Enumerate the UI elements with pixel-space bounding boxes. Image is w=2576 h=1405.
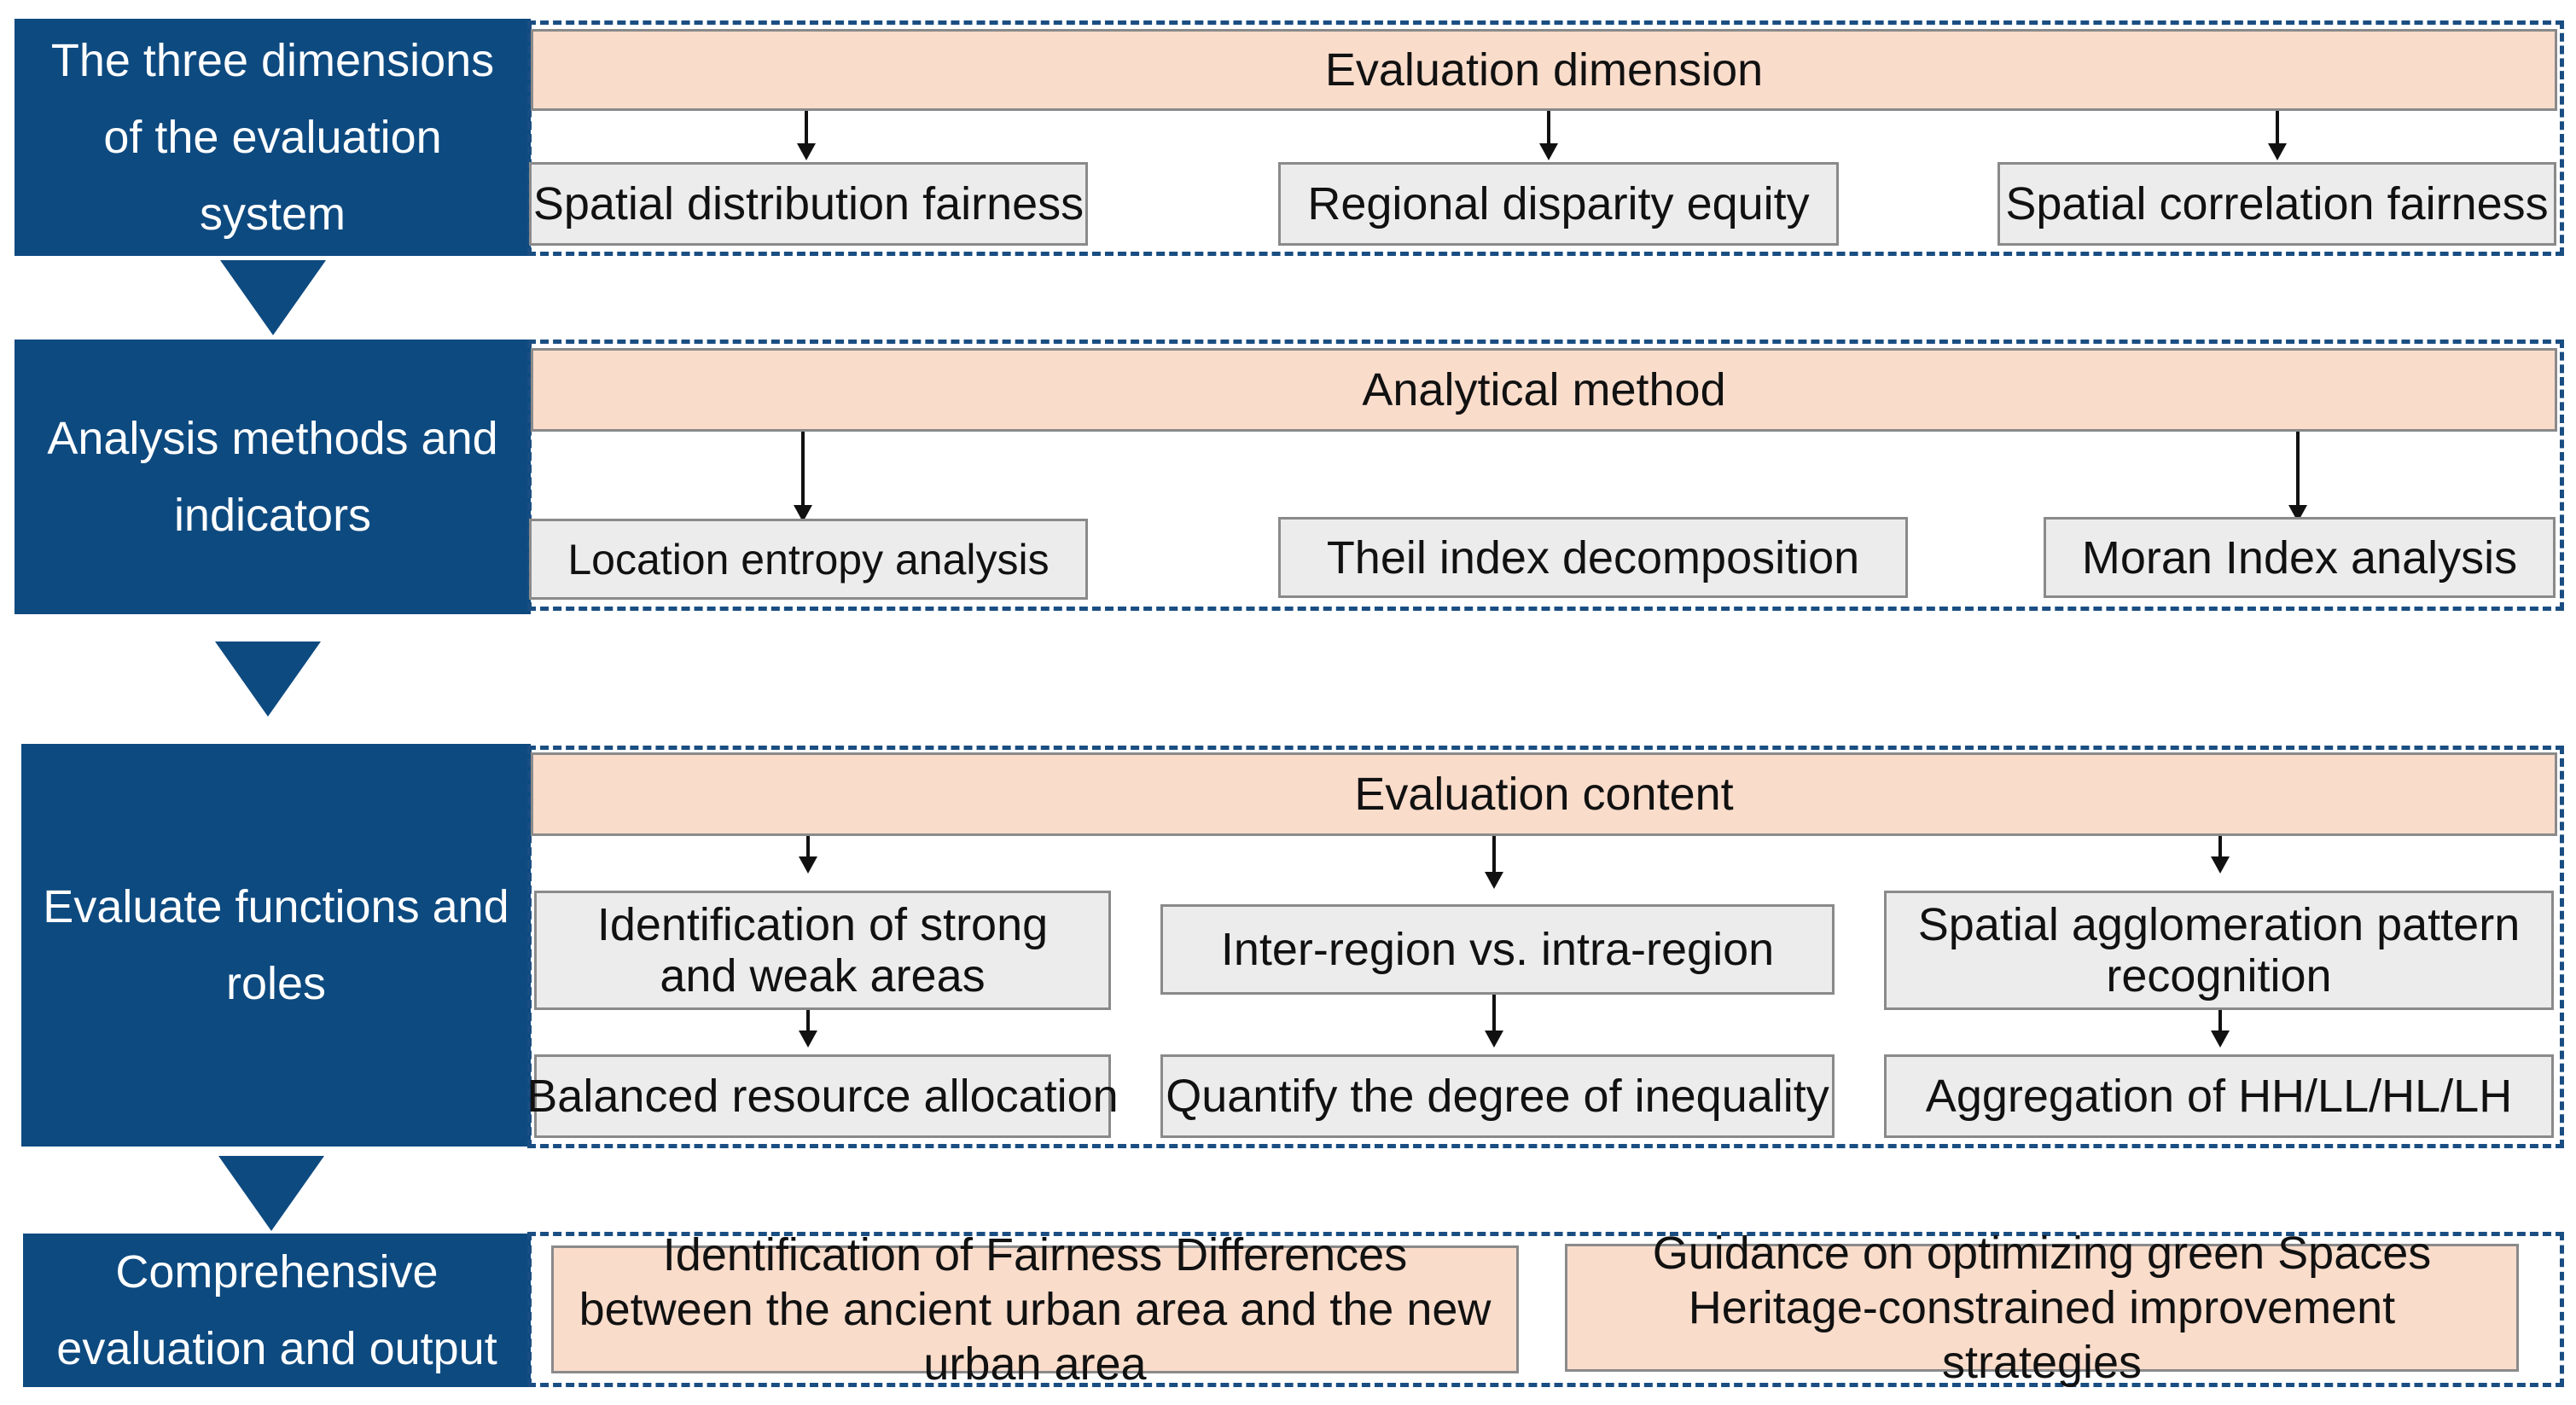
connector-line bbox=[1492, 836, 1496, 872]
connector-line bbox=[1547, 111, 1550, 143]
connector-line bbox=[2218, 836, 2222, 856]
connector-line bbox=[1492, 995, 1496, 1031]
box-spatial-agglomeration-pattern: Spatial agglomeration pattern recognitio… bbox=[1884, 891, 2554, 1010]
box-identification-strong-weak-areas: Identification of strong and weak areas bbox=[534, 891, 1111, 1010]
arrowhead bbox=[2268, 143, 2287, 160]
frame-evaluation-content bbox=[527, 746, 2564, 1148]
box-balanced-resource-allocation: Balanced resource allocation bbox=[526, 1054, 1119, 1138]
down-arrow-icon bbox=[218, 1156, 324, 1231]
box-fairness-differences-output: Identification of Fairness Differences b… bbox=[551, 1229, 1519, 1390]
arrowhead bbox=[799, 856, 817, 874]
box-spatial-distribution-fairness: Spatial distribution fairness bbox=[529, 162, 1088, 246]
arrowhead bbox=[2211, 856, 2230, 874]
frame-analytical-method bbox=[527, 340, 2564, 611]
connector-line bbox=[806, 836, 810, 856]
arrowhead bbox=[1485, 1031, 1503, 1048]
connector-line bbox=[801, 432, 805, 505]
arrowhead bbox=[1485, 872, 1503, 889]
box-moran-index-analysis: Moran Index analysis bbox=[2044, 517, 2556, 598]
connector-line bbox=[2296, 432, 2300, 505]
arrowhead bbox=[1539, 143, 1558, 160]
box-theil-index-decomposition: Theil index decomposition bbox=[1278, 517, 1908, 598]
connector-line bbox=[2276, 111, 2279, 143]
side-label-dimensions: The three dimensions of the evaluation s… bbox=[15, 19, 531, 256]
side-label-functions: Evaluate functions and roles bbox=[21, 744, 531, 1147]
arrowhead bbox=[794, 505, 812, 522]
side-label-output: Comprehensive evaluation and output bbox=[23, 1234, 531, 1387]
arrowhead bbox=[799, 1031, 817, 1048]
header-evaluation-content: Evaluation content bbox=[531, 752, 2557, 836]
frame-evaluation-dimension bbox=[527, 20, 2564, 256]
box-quantify-inequality: Quantify the degree of inequality bbox=[1160, 1054, 1835, 1138]
box-regional-disparity-equity: Regional disparity equity bbox=[1278, 162, 1839, 246]
down-arrow-icon bbox=[215, 642, 321, 717]
box-spatial-correlation-fairness: Spatial correlation fairness bbox=[1997, 162, 2556, 246]
connector-line bbox=[2218, 1010, 2222, 1031]
box-green-space-guidance-output: Guidance on optimizing green Spaces Heri… bbox=[1565, 1228, 2519, 1388]
arrowhead bbox=[797, 143, 816, 160]
box-aggregation-hh-ll-hl-lh: Aggregation of HH/LL/HL/LH bbox=[1884, 1054, 2554, 1138]
header-analytical-method: Analytical method bbox=[531, 348, 2557, 432]
frame-output bbox=[527, 1232, 2564, 1387]
box-location-entropy-analysis: Location entropy analysis bbox=[529, 519, 1088, 600]
down-arrow-icon bbox=[220, 260, 326, 335]
header-evaluation-dimension: Evaluation dimension bbox=[531, 29, 2557, 111]
connector-line bbox=[805, 111, 808, 143]
connector-line bbox=[806, 1010, 810, 1031]
side-label-methods: Analysis methods and indicators bbox=[15, 340, 531, 614]
box-inter-vs-intra-region: Inter-region vs. intra-region bbox=[1160, 904, 1835, 995]
arrowhead bbox=[2211, 1031, 2230, 1048]
